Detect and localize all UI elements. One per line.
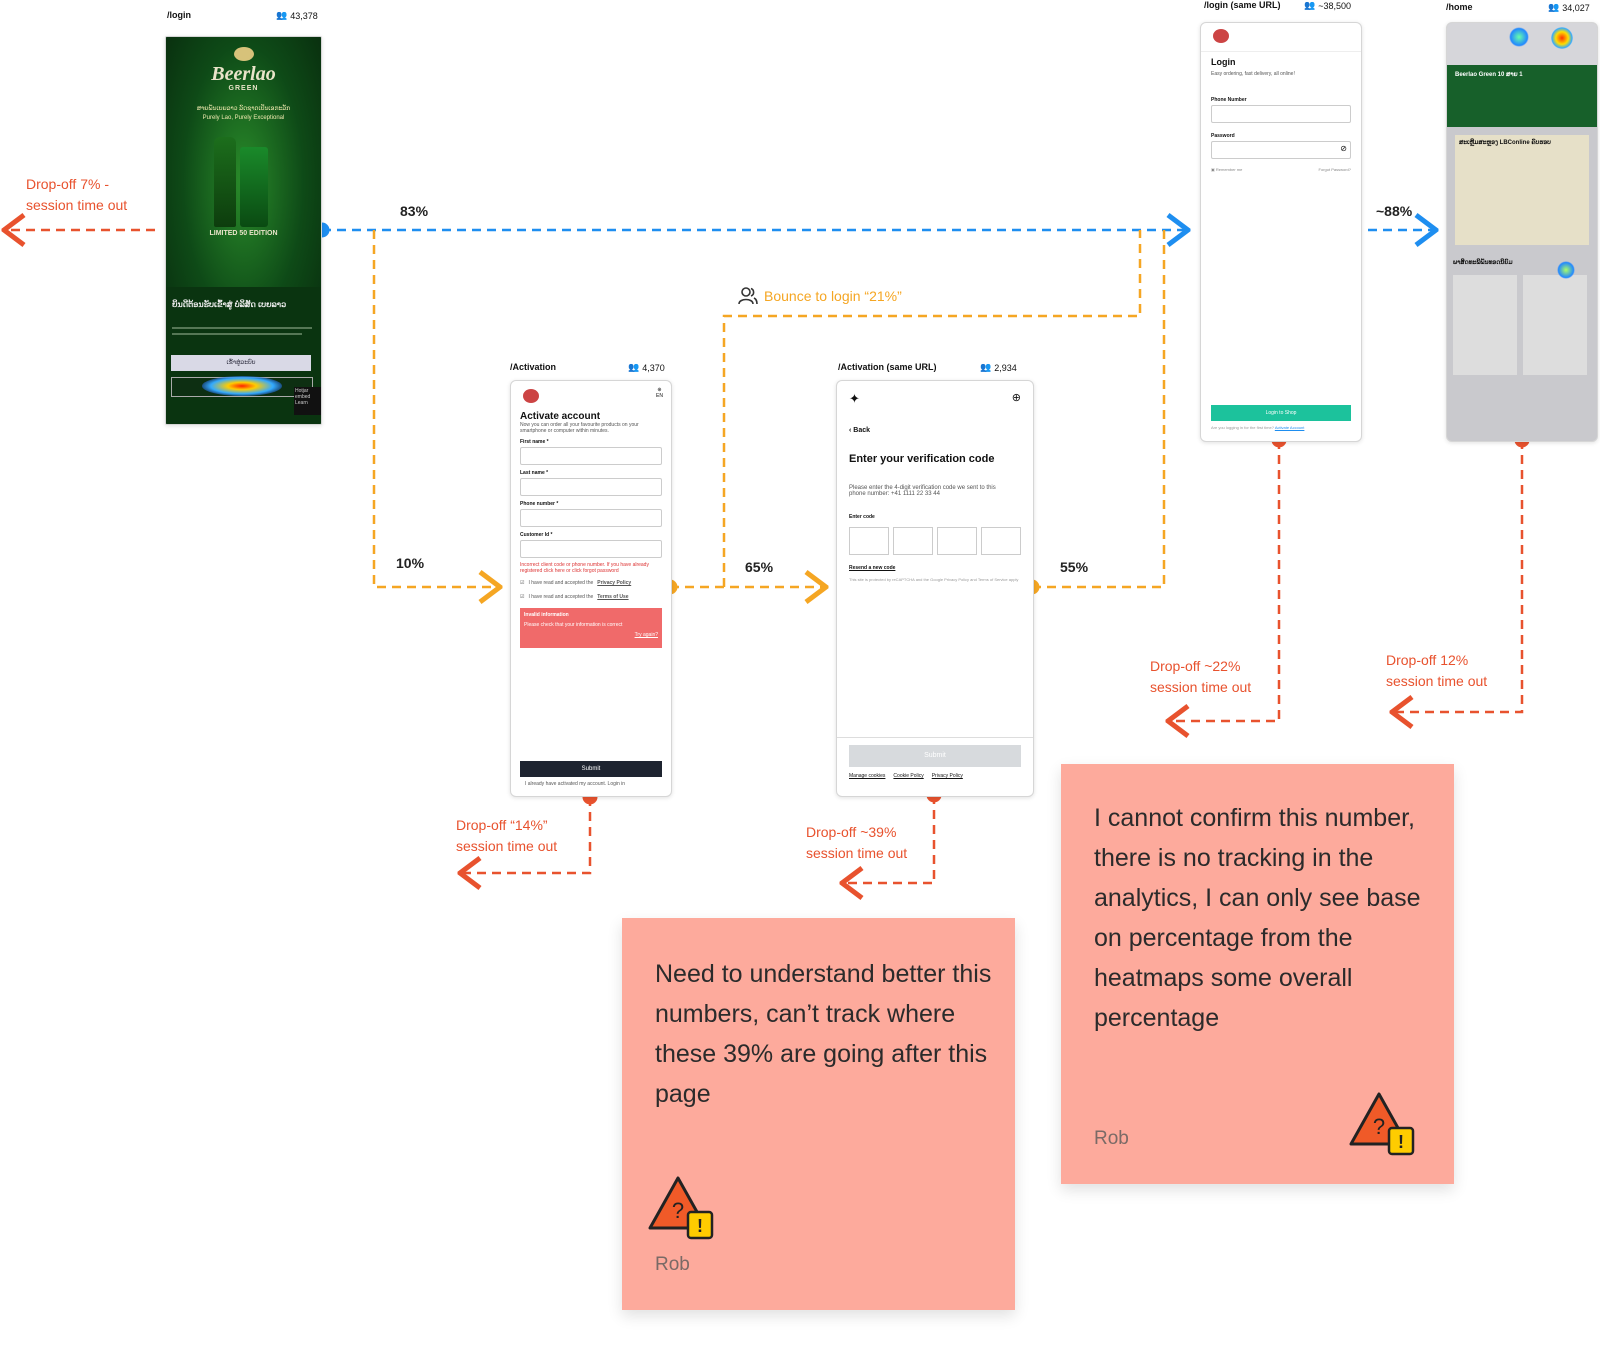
login-input-heatmap[interactable] bbox=[171, 376, 313, 397]
verification-submit-button[interactable]: Submit bbox=[849, 745, 1021, 767]
login-to-shop-button[interactable]: Login to Shop bbox=[1211, 405, 1351, 421]
flow-bounce-to-login bbox=[722, 230, 1142, 587]
first-name-field[interactable] bbox=[520, 447, 662, 465]
dropoff-verification-label: Drop-off ~39%session time out bbox=[806, 824, 908, 861]
login-heading: Login bbox=[1211, 57, 1236, 67]
sticky-note-2: I cannot confirm this number, there is n… bbox=[1061, 764, 1454, 1184]
product-card[interactable] bbox=[1523, 275, 1587, 375]
code-digit[interactable] bbox=[937, 527, 977, 555]
flow-label-55: 55% bbox=[1060, 559, 1089, 575]
users-icon: 👥 bbox=[1548, 2, 1560, 12]
activation-submit-button[interactable]: Submit bbox=[520, 761, 662, 777]
activation-heading: Activate account bbox=[520, 411, 601, 422]
promo-card: ສະເຫຼີມສະຫຼອງ LBConline ຄົບຮອບ bbox=[1455, 135, 1589, 245]
activation-route: /Activation bbox=[510, 362, 557, 372]
home-users: 👥34,027 bbox=[1548, 2, 1590, 13]
users-icon bbox=[738, 287, 758, 305]
resend-link[interactable]: Resend a new code bbox=[849, 565, 896, 571]
warning-question-icon: ? ! bbox=[648, 1176, 714, 1240]
login-same-users: 👥~38,500 bbox=[1304, 0, 1352, 11]
bounce-label: Bounce to login “21%” bbox=[738, 286, 902, 306]
note-text: Need to understand better this numbers, … bbox=[655, 960, 992, 1108]
flow-label-88: ~88% bbox=[1376, 203, 1413, 219]
sticky-note-1: Need to understand better this numbers, … bbox=[622, 918, 1015, 1310]
dropoff-login-label: Drop-off 7% -session time out bbox=[26, 176, 128, 213]
product-card[interactable] bbox=[1453, 275, 1517, 375]
note-author: Rob bbox=[655, 1254, 690, 1275]
login-button[interactable]: ເຂົ້າສູ່ລະບົບ bbox=[171, 355, 311, 371]
password-field[interactable]: ⊘ bbox=[1211, 141, 1351, 159]
svg-text:?: ? bbox=[672, 1198, 684, 1223]
code-digit[interactable] bbox=[981, 527, 1021, 555]
login-screen: Beerlao GREEN ສາຍພັນເບຍລາວ ລົດຊາດເປັນເອກ… bbox=[165, 36, 322, 425]
dropoff-activation-line bbox=[460, 797, 592, 873]
note-text: I cannot confirm this number, there is n… bbox=[1094, 804, 1421, 1032]
note-author: Rob bbox=[1094, 1128, 1129, 1149]
bottle-image bbox=[214, 137, 236, 227]
activation-users: 👥4,370 bbox=[628, 362, 665, 373]
home-banner: Beerlao Green 10 ສາຍ 1 bbox=[1447, 65, 1597, 127]
verification-screen: ✦ ⊕ ‹ Back Enter your verification code … bbox=[836, 380, 1034, 797]
eye-off-icon: ⊘ bbox=[1340, 144, 1347, 153]
svg-text:!: ! bbox=[1398, 1132, 1404, 1152]
dropoff-home-line bbox=[1392, 440, 1524, 712]
brand-logo: Beerlao bbox=[211, 63, 276, 85]
login-users: 👥43,378 bbox=[276, 10, 318, 21]
home-screen: Beerlao Green 10 ສາຍ 1 ສະເຫຼີມສະຫຼອງ LBC… bbox=[1446, 22, 1598, 442]
activate-account-link[interactable]: Activate Account bbox=[1274, 425, 1305, 430]
flow-label-10: 10% bbox=[396, 555, 425, 571]
language-switch[interactable]: ⊕EN bbox=[656, 387, 663, 399]
verification-users: 👥2,934 bbox=[980, 362, 1017, 373]
error-alert: Invalid information Please check that yo… bbox=[520, 608, 662, 648]
dropoff-login-same-label: Drop-off ~22%session time out bbox=[1150, 658, 1252, 695]
logo-icon bbox=[1213, 29, 1229, 43]
home-route: /home bbox=[1446, 2, 1473, 12]
activation-screen: ⊕EN Activate account Now you can order a… bbox=[510, 380, 672, 797]
back-link[interactable]: ‹ Back bbox=[849, 427, 871, 434]
flow-verification-to-login bbox=[1032, 230, 1166, 589]
flow-login-to-activation bbox=[372, 230, 500, 587]
login-same-route: /login (same URL) bbox=[1204, 0, 1281, 10]
login-route: /login bbox=[167, 10, 191, 20]
can-image bbox=[240, 147, 268, 227]
logo-icon: ✦ bbox=[849, 391, 860, 406]
remember-me-checkbox[interactable]: ▣ Remember me bbox=[1211, 167, 1243, 172]
dropoff-home-label: Drop-off 12%session time out bbox=[1386, 652, 1488, 689]
warning-question-icon: ? ! bbox=[1349, 1092, 1415, 1156]
logo-icon bbox=[523, 389, 539, 403]
svg-text:?: ? bbox=[1373, 1114, 1385, 1139]
users-icon: 👥 bbox=[628, 362, 640, 372]
forgot-password-link[interactable]: Forgot Password? bbox=[1318, 167, 1351, 172]
code-digit[interactable] bbox=[849, 527, 889, 555]
phone-field[interactable] bbox=[520, 509, 662, 527]
svg-text:!: ! bbox=[697, 1216, 703, 1236]
dropoff-login-same-line bbox=[1168, 440, 1281, 721]
code-inputs bbox=[849, 527, 1021, 555]
users-icon: 👥 bbox=[980, 362, 992, 372]
login-same-screen: Login Easy ordering, fast delivery, all … bbox=[1200, 22, 1362, 442]
users-icon: 👥 bbox=[276, 10, 288, 20]
verification-route: /Activation (same URL) bbox=[838, 362, 937, 372]
dropoff-activation-label: Drop-off “14%”session time out bbox=[456, 817, 558, 854]
phone-number-field[interactable] bbox=[1211, 105, 1351, 123]
last-name-field[interactable] bbox=[520, 478, 662, 496]
flow-label-83: 83% bbox=[400, 203, 429, 219]
customer-id-field[interactable] bbox=[520, 540, 662, 558]
flow-label-65: 65% bbox=[745, 559, 774, 575]
verification-heading: Enter your verification code bbox=[849, 453, 995, 465]
code-digit[interactable] bbox=[893, 527, 933, 555]
users-icon: 👥 bbox=[1304, 0, 1316, 10]
globe-icon[interactable]: ⊕ bbox=[1011, 392, 1021, 404]
